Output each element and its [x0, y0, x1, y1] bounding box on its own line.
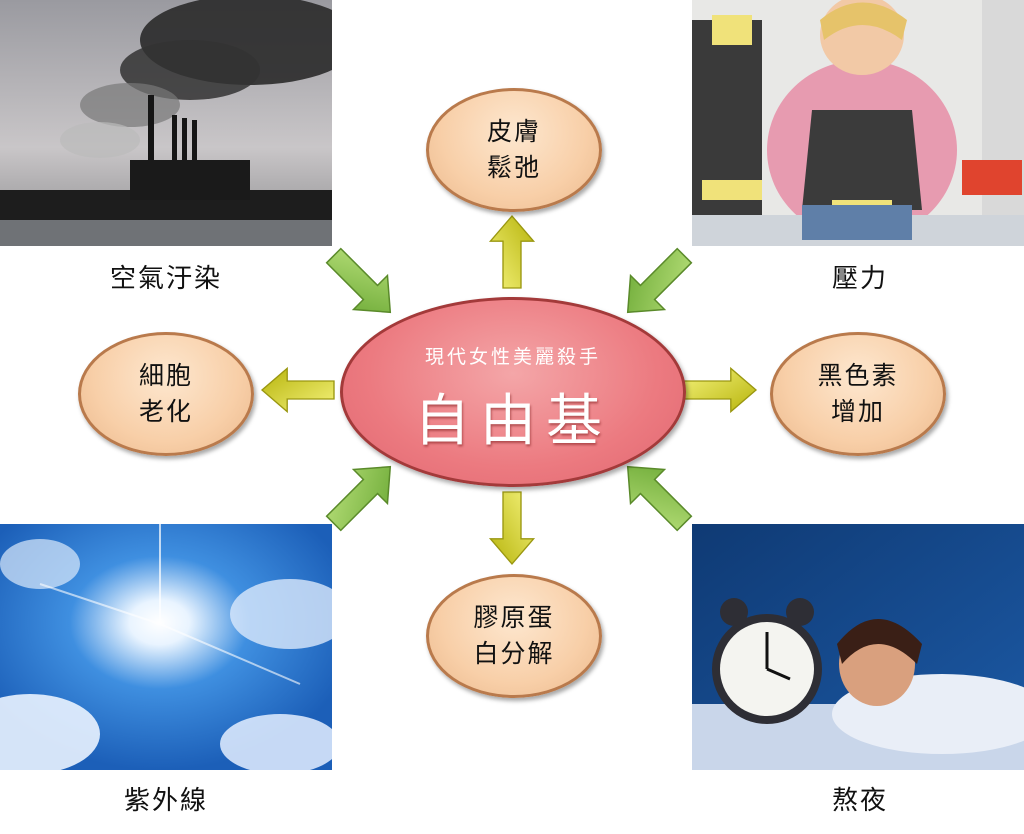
arrow-to-cell-aging — [261, 367, 335, 413]
effect-skin-sagging: 皮膚 鬆弛 — [426, 88, 602, 212]
arrow-to-melanin — [683, 367, 757, 413]
cause-label-stress: 壓力 — [831, 264, 888, 294]
air-pollution-photo — [0, 0, 332, 246]
center-title: 自由基 — [414, 389, 612, 454]
arrow-air-pollution — [315, 237, 409, 331]
arrow-stress — [609, 237, 703, 331]
arrow-to-collagen — [489, 491, 535, 565]
effect-melanin-text: 黑色素 增加 — [817, 361, 899, 426]
stress-photo — [692, 0, 1024, 246]
effect-collagen-text: 膠原蛋 白分解 — [473, 603, 555, 668]
arrow-to-skin-sagging — [489, 215, 535, 289]
effect-collagen: 膠原蛋 白分解 — [426, 574, 602, 698]
cause-label-air-pollution: 空氣汙染 — [109, 264, 222, 294]
center-free-radical: 現代女性美麗殺手 自由基 — [340, 297, 686, 487]
effect-cell-aging: 細胞 老化 — [78, 332, 254, 456]
staying-up-photo — [692, 524, 1024, 770]
effect-melanin: 黑色素 增加 — [770, 332, 946, 456]
uv-photo — [0, 524, 332, 770]
effect-skin-sagging-text: 皮膚 鬆弛 — [486, 117, 541, 182]
arrow-uv — [315, 448, 409, 542]
effect-cell-aging-text: 細胞 老化 — [138, 361, 193, 426]
cause-label-uv: 紫外線 — [123, 786, 208, 816]
cause-label-staying-up: 熬夜 — [831, 786, 888, 816]
center-subtitle: 現代女性美麗殺手 — [424, 346, 601, 368]
